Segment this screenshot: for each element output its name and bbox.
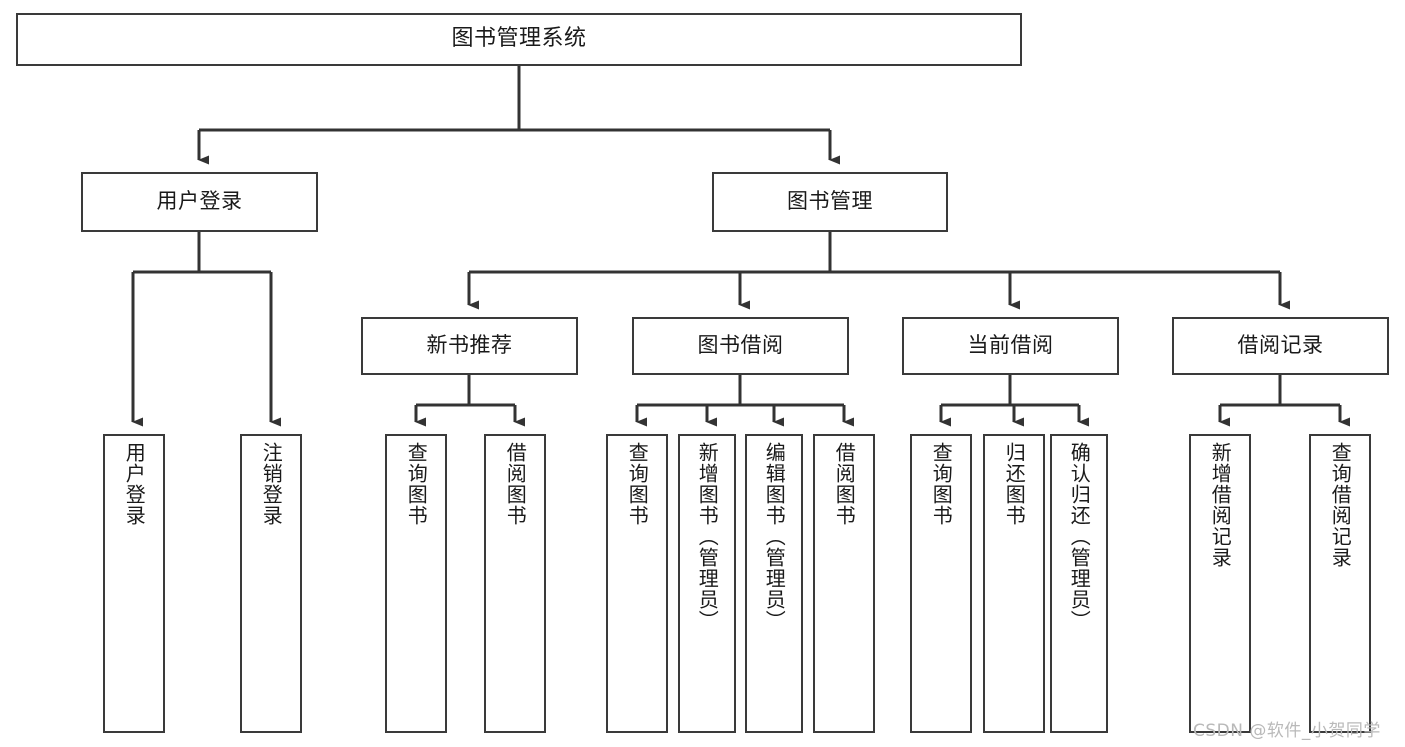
node-leaf-logout-label: 注销登录 bbox=[259, 442, 284, 526]
node-borrow-record-label: 借阅记录 bbox=[1237, 333, 1324, 358]
watermark-text: CSDN @软件_小贺同学 bbox=[1193, 721, 1381, 741]
node-leaf-return-book[interactable]: 归还图书 bbox=[983, 434, 1045, 733]
node-leaf-add-book-admin-label: 新增图书（管理员） bbox=[695, 442, 720, 631]
node-book-management-label: 图书管理 bbox=[787, 189, 873, 214]
node-leaf-query-book-current[interactable]: 查询图书 bbox=[910, 434, 972, 733]
node-leaf-borrow-book-rec-label: 借阅图书 bbox=[503, 442, 528, 526]
node-leaf-borrow-book-borrow[interactable]: 借阅图书 bbox=[813, 434, 875, 733]
node-leaf-borrow-book-rec[interactable]: 借阅图书 bbox=[484, 434, 546, 733]
node-leaf-user-login[interactable]: 用户登录 bbox=[103, 434, 165, 733]
watermark: CSDN @软件_小贺同学 bbox=[1193, 716, 1381, 741]
node-root[interactable]: 图书管理系统 bbox=[16, 13, 1022, 66]
node-user-login[interactable]: 用户登录 bbox=[81, 172, 318, 232]
node-current-borrow[interactable]: 当前借阅 bbox=[902, 317, 1119, 375]
node-leaf-edit-book-admin[interactable]: 编辑图书（管理员） bbox=[745, 434, 803, 733]
node-leaf-query-book-rec[interactable]: 查询图书 bbox=[385, 434, 447, 733]
node-leaf-user-login-label: 用户登录 bbox=[122, 442, 147, 526]
node-new-book-recommend[interactable]: 新书推荐 bbox=[361, 317, 578, 375]
node-leaf-confirm-return-admin[interactable]: 确认归还（管理员） bbox=[1050, 434, 1108, 733]
node-book-management[interactable]: 图书管理 bbox=[712, 172, 948, 232]
node-leaf-logout[interactable]: 注销登录 bbox=[240, 434, 302, 733]
node-book-borrow[interactable]: 图书借阅 bbox=[632, 317, 849, 375]
node-leaf-edit-book-admin-label: 编辑图书（管理员） bbox=[762, 442, 787, 631]
node-leaf-query-book-borrow[interactable]: 查询图书 bbox=[606, 434, 668, 733]
node-borrow-record[interactable]: 借阅记录 bbox=[1172, 317, 1389, 375]
node-leaf-query-book-borrow-label: 查询图书 bbox=[625, 442, 650, 526]
node-leaf-add-borrow-record-label: 新增借阅记录 bbox=[1208, 442, 1233, 568]
node-leaf-query-book-rec-label: 查询图书 bbox=[404, 442, 429, 526]
node-leaf-confirm-return-admin-label: 确认归还（管理员） bbox=[1067, 442, 1092, 631]
node-current-borrow-label: 当前借阅 bbox=[967, 333, 1054, 358]
node-leaf-borrow-book-borrow-label: 借阅图书 bbox=[832, 442, 857, 526]
node-leaf-add-borrow-record[interactable]: 新增借阅记录 bbox=[1189, 434, 1251, 733]
node-leaf-return-book-label: 归还图书 bbox=[1002, 442, 1027, 526]
node-leaf-add-book-admin[interactable]: 新增图书（管理员） bbox=[678, 434, 736, 733]
node-leaf-query-book-current-label: 查询图书 bbox=[929, 442, 954, 526]
node-book-borrow-label: 图书借阅 bbox=[697, 333, 784, 358]
node-new-book-recommend-label: 新书推荐 bbox=[426, 333, 513, 358]
node-leaf-query-borrow-record[interactable]: 查询借阅记录 bbox=[1309, 434, 1371, 733]
node-user-login-label: 用户登录 bbox=[156, 189, 243, 214]
node-root-label: 图书管理系统 bbox=[451, 26, 587, 52]
node-leaf-query-borrow-record-label: 查询借阅记录 bbox=[1328, 442, 1353, 568]
